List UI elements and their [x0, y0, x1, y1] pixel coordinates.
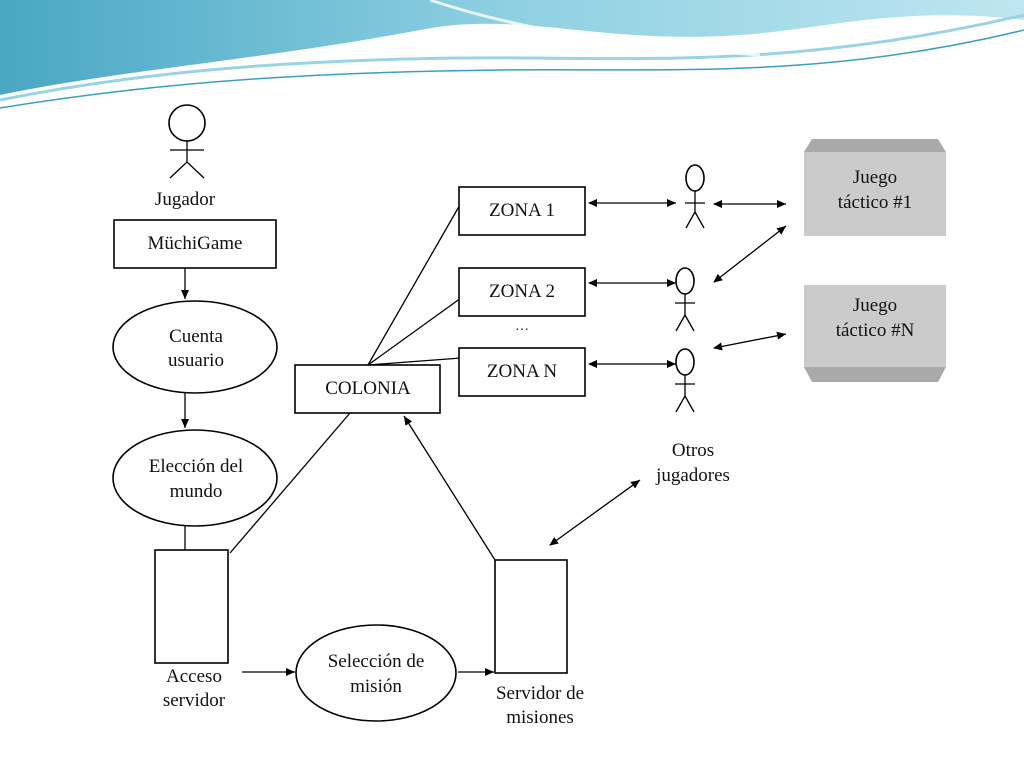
other-players-label-line2: jugadores — [655, 465, 730, 486]
player-figure-icon — [168, 104, 206, 179]
tactical-game-n-label-line1: Juego — [853, 295, 897, 316]
zones-ellipsis: … — [515, 319, 529, 334]
account-ellipse — [112, 300, 278, 394]
tactical-game-1-label-line2: táctico #1 — [838, 192, 912, 213]
zoneN-label: ZONA N — [487, 361, 557, 382]
mission-server-box — [494, 559, 568, 674]
access-server-label-line1: Acceso — [166, 666, 222, 687]
muchigame-label: MüchiGame — [148, 233, 243, 254]
other-player-2-icon — [675, 267, 695, 332]
world-choice-label-line2: mundo — [170, 481, 223, 502]
account-label-line1: Cuenta — [169, 326, 223, 347]
line-colony-to-zone1 — [367, 202, 462, 366]
zone1-box — [458, 186, 586, 236]
zone1-label: ZONA 1 — [489, 200, 555, 221]
mission-selection-ellipse — [295, 624, 457, 722]
other-player-1-icon — [685, 164, 705, 229]
tactical-game-1-box — [804, 139, 946, 236]
line-access-to-colony — [229, 412, 351, 554]
mission-server-label-line2: misiones — [506, 707, 574, 728]
colony-label: COLONIA — [325, 378, 411, 399]
other-players-label-line1: Otros — [672, 440, 714, 461]
line-colony-to-zoneN — [367, 357, 462, 366]
arrow-playerN-tacticalN — [713, 331, 787, 351]
mission-selection-label-line1: Selección de — [328, 651, 425, 672]
account-label-line2: usuario — [168, 350, 224, 371]
world-choice-label-line1: Elección del — [149, 456, 243, 477]
arrow-mission-server-to-colony — [403, 415, 496, 561]
world-choice-ellipse — [112, 429, 278, 527]
tactical-game-n-label-line2: táctico #N — [836, 320, 915, 341]
other-player-n-icon — [675, 348, 695, 413]
zone2-label: ZONA 2 — [489, 281, 555, 302]
tactical-game-1-label-line1: Juego — [853, 167, 897, 188]
line-colony-to-zone2 — [367, 297, 462, 366]
mission-server-label-line1: Servidor de — [496, 683, 584, 704]
zone2-box — [458, 267, 586, 317]
tactical-game-n-box — [804, 285, 946, 382]
zoneN-box — [458, 347, 586, 397]
colony-box — [294, 364, 441, 414]
player-label: Jugador — [155, 189, 216, 210]
arrow-mission-server-other-players — [549, 479, 641, 546]
access-server-label-line2: servidor — [163, 690, 226, 711]
mission-selection-label-line2: misión — [350, 676, 402, 697]
muchigame-box — [113, 219, 277, 269]
access-server-box — [154, 549, 229, 664]
arrow-player2-tactical1 — [713, 225, 787, 283]
